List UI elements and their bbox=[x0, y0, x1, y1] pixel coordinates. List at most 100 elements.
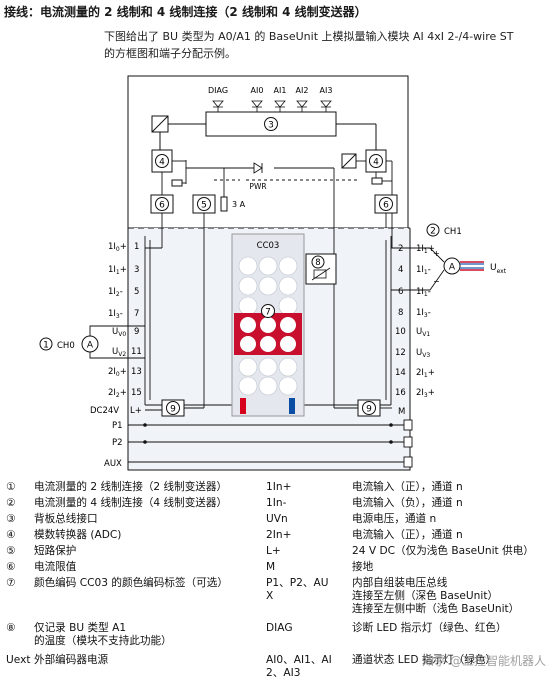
legend-num: ⑤ bbox=[6, 545, 16, 557]
svg-text:1I1+: 1I1+ bbox=[108, 265, 127, 276]
svg-text:4: 4 bbox=[398, 265, 403, 275]
terminal-14[interactable]: 14 2I1+ bbox=[395, 368, 435, 379]
svg-text:Uext: Uext bbox=[490, 263, 507, 275]
legend-num: ⑥ bbox=[6, 561, 16, 573]
terminal-1i3-minus[interactable]: 1I3- 7 bbox=[108, 309, 139, 320]
legend-desc: 模数转换器 (ADC) bbox=[34, 529, 122, 541]
terminal-2i0-plus[interactable]: 2I0+ 13 bbox=[108, 367, 142, 378]
legend-term-desc: 诊断 LED 指示灯（绿色、红色） bbox=[352, 622, 507, 634]
module-frame bbox=[127, 75, 409, 229]
legend-desc: 电流限值 bbox=[34, 561, 77, 573]
svg-text:1: 1 bbox=[134, 242, 139, 252]
svg-text:11: 11 bbox=[131, 347, 142, 357]
callout-5: 5 bbox=[201, 201, 207, 211]
legend-term: 2、AI3 bbox=[266, 667, 301, 679]
ch0-meter-symbol: A bbox=[87, 341, 94, 351]
legend-desc: 颜色编码 CC03 的颜色编码标签（可选） bbox=[34, 577, 228, 589]
svg-text:10: 10 bbox=[395, 327, 406, 337]
terminal-16[interactable]: 16 2I3+ bbox=[395, 388, 435, 399]
svg-text:8: 8 bbox=[398, 308, 403, 318]
terminal-6[interactable]: 6 1I1- bbox=[398, 287, 431, 298]
terminal-1i0-plus[interactable]: 1I0+ 1 bbox=[108, 242, 139, 253]
ch1-4wire-transmitter: 2 CH1 A + − Uext bbox=[391, 223, 507, 291]
terminal-1i2-minus[interactable]: 1I2- 5 bbox=[108, 287, 139, 298]
svg-text:7: 7 bbox=[134, 309, 139, 319]
terminal-8[interactable]: 8 1I3- bbox=[398, 308, 431, 319]
intro-text: 下图给出了 BU 类型为 A0/A1 的 BaseUnit 上模拟量输入模块 A… bbox=[104, 28, 544, 62]
bus-p1-label: P1 bbox=[112, 421, 123, 431]
svg-text:15: 15 bbox=[131, 388, 142, 398]
terminal-1i1-plus[interactable]: 1I1+ 3 bbox=[108, 265, 139, 276]
legend-term: 1In- bbox=[266, 497, 287, 509]
cc03-label: CC03 bbox=[257, 241, 280, 251]
legend-num: ① bbox=[6, 481, 16, 493]
legend-term: 2In+ bbox=[266, 529, 292, 541]
legend-term: DIAG bbox=[266, 622, 293, 634]
svg-text:2I3+: 2I3+ bbox=[416, 388, 435, 399]
terminal-uv0[interactable]: UV0 9 bbox=[112, 327, 139, 338]
led-ai1-icon bbox=[274, 100, 286, 112]
intro-line-1: 下图给出了 BU 类型为 A0/A1 的 BaseUnit 上模拟量输入模块 A… bbox=[104, 30, 514, 43]
callout-8: 8 bbox=[315, 258, 320, 268]
svg-text:2I2+: 2I2+ bbox=[108, 388, 127, 399]
terminal-m[interactable]: M bbox=[398, 407, 405, 417]
svg-text:2: 2 bbox=[398, 244, 403, 254]
led-label-ai2: AI2 bbox=[296, 86, 309, 95]
legend-term: UVn bbox=[266, 513, 288, 525]
legend-num: ⑦ bbox=[6, 577, 16, 589]
svg-text:UV3: UV3 bbox=[416, 348, 430, 359]
legend-desc: 电流测量的 2 线制连接（2 线制变送器） bbox=[34, 481, 228, 493]
dc24v-label: DC24V bbox=[90, 406, 119, 416]
legend-term: X bbox=[266, 590, 274, 602]
watermark: 知乎 @工控智能机器人 bbox=[422, 654, 546, 668]
svg-text:1I1-: 1I1- bbox=[416, 287, 431, 298]
terminal-4[interactable]: 4 1I1- bbox=[398, 265, 431, 276]
legend-term: AI0、AI1、AI bbox=[266, 654, 332, 666]
fuse-symbol bbox=[220, 196, 228, 212]
legend-desc: 电流测量的 4 线制连接（4 线制变送器） bbox=[34, 497, 228, 509]
svg-text:2I1+: 2I1+ bbox=[416, 368, 435, 379]
right-terminal-strip: 2 1I1+ 4 1I1- 6 1I1- 8 1I3- 10 UV1 12 UV… bbox=[395, 244, 435, 417]
legend-term-desc: 连接至左侧中断（浅色 BaseUnit） bbox=[352, 603, 520, 615]
ch1-plus-sign: + bbox=[433, 249, 440, 258]
resistor-left bbox=[171, 179, 183, 187]
led-label-ai3: AI3 bbox=[320, 86, 333, 95]
terminal-uv2[interactable]: UV2 11 bbox=[112, 347, 142, 358]
callout-9-left: 9 bbox=[170, 405, 176, 415]
cc03-slots bbox=[238, 256, 298, 396]
led-label-ai0: AI0 bbox=[251, 86, 264, 95]
svg-text:UV0: UV0 bbox=[112, 327, 126, 338]
legend-term-desc: 电流输入（正），通道 n bbox=[352, 529, 463, 541]
terminal-10[interactable]: 10 UV1 bbox=[395, 327, 430, 338]
terminal-12[interactable]: 12 UV3 bbox=[395, 348, 430, 359]
callout-3: 3 bbox=[268, 121, 274, 131]
pwr-led-icon bbox=[253, 162, 263, 174]
svg-text:14: 14 bbox=[395, 368, 406, 378]
legend-desc: 的温度（模块不支持此功能） bbox=[34, 635, 172, 647]
bus-p2-label: P2 bbox=[112, 438, 123, 448]
ch0-2wire-transmitter: 1 CH0 A bbox=[39, 325, 145, 359]
legend-term-desc: 接地 bbox=[352, 561, 374, 573]
legend-term-desc: 电流输入（负），通道 n bbox=[352, 497, 463, 509]
svg-text:5: 5 bbox=[134, 287, 139, 297]
fuse-label: 3 A bbox=[232, 200, 246, 209]
legend-desc: 外部编码器电源 bbox=[34, 654, 109, 666]
legend-desc: 背板总线接口 bbox=[34, 513, 98, 525]
svg-text:1I3-: 1I3- bbox=[416, 308, 431, 319]
terminal-l-plus[interactable]: L+ bbox=[130, 406, 142, 416]
resistor-right bbox=[371, 177, 383, 185]
legend-term: P1、P2、AU bbox=[266, 577, 329, 589]
legend-num: ④ bbox=[6, 529, 16, 541]
callout-6-left: 6 bbox=[159, 201, 165, 211]
svg-text:UV2: UV2 bbox=[112, 347, 126, 358]
callout-4-left: 4 bbox=[159, 158, 165, 168]
legend-term-desc: 内部自组装电压总线 bbox=[352, 577, 448, 589]
terminal-2i2-plus[interactable]: 2I2+ 15 bbox=[108, 388, 142, 399]
led-row: DIAG AI0 AI1 AI2 AI3 bbox=[208, 86, 332, 95]
left-terminal-strip: 1I0+ 1 1I1+ 3 1I2- 5 1I3- 7 UV0 9 UV2 11… bbox=[90, 242, 142, 416]
legend-term: L+ bbox=[266, 545, 281, 557]
legend-term-desc: 电流输入（正），通道 n bbox=[352, 481, 463, 493]
svg-text:3: 3 bbox=[134, 265, 139, 275]
svg-text:6: 6 bbox=[398, 287, 403, 297]
marker-blue bbox=[289, 398, 295, 414]
